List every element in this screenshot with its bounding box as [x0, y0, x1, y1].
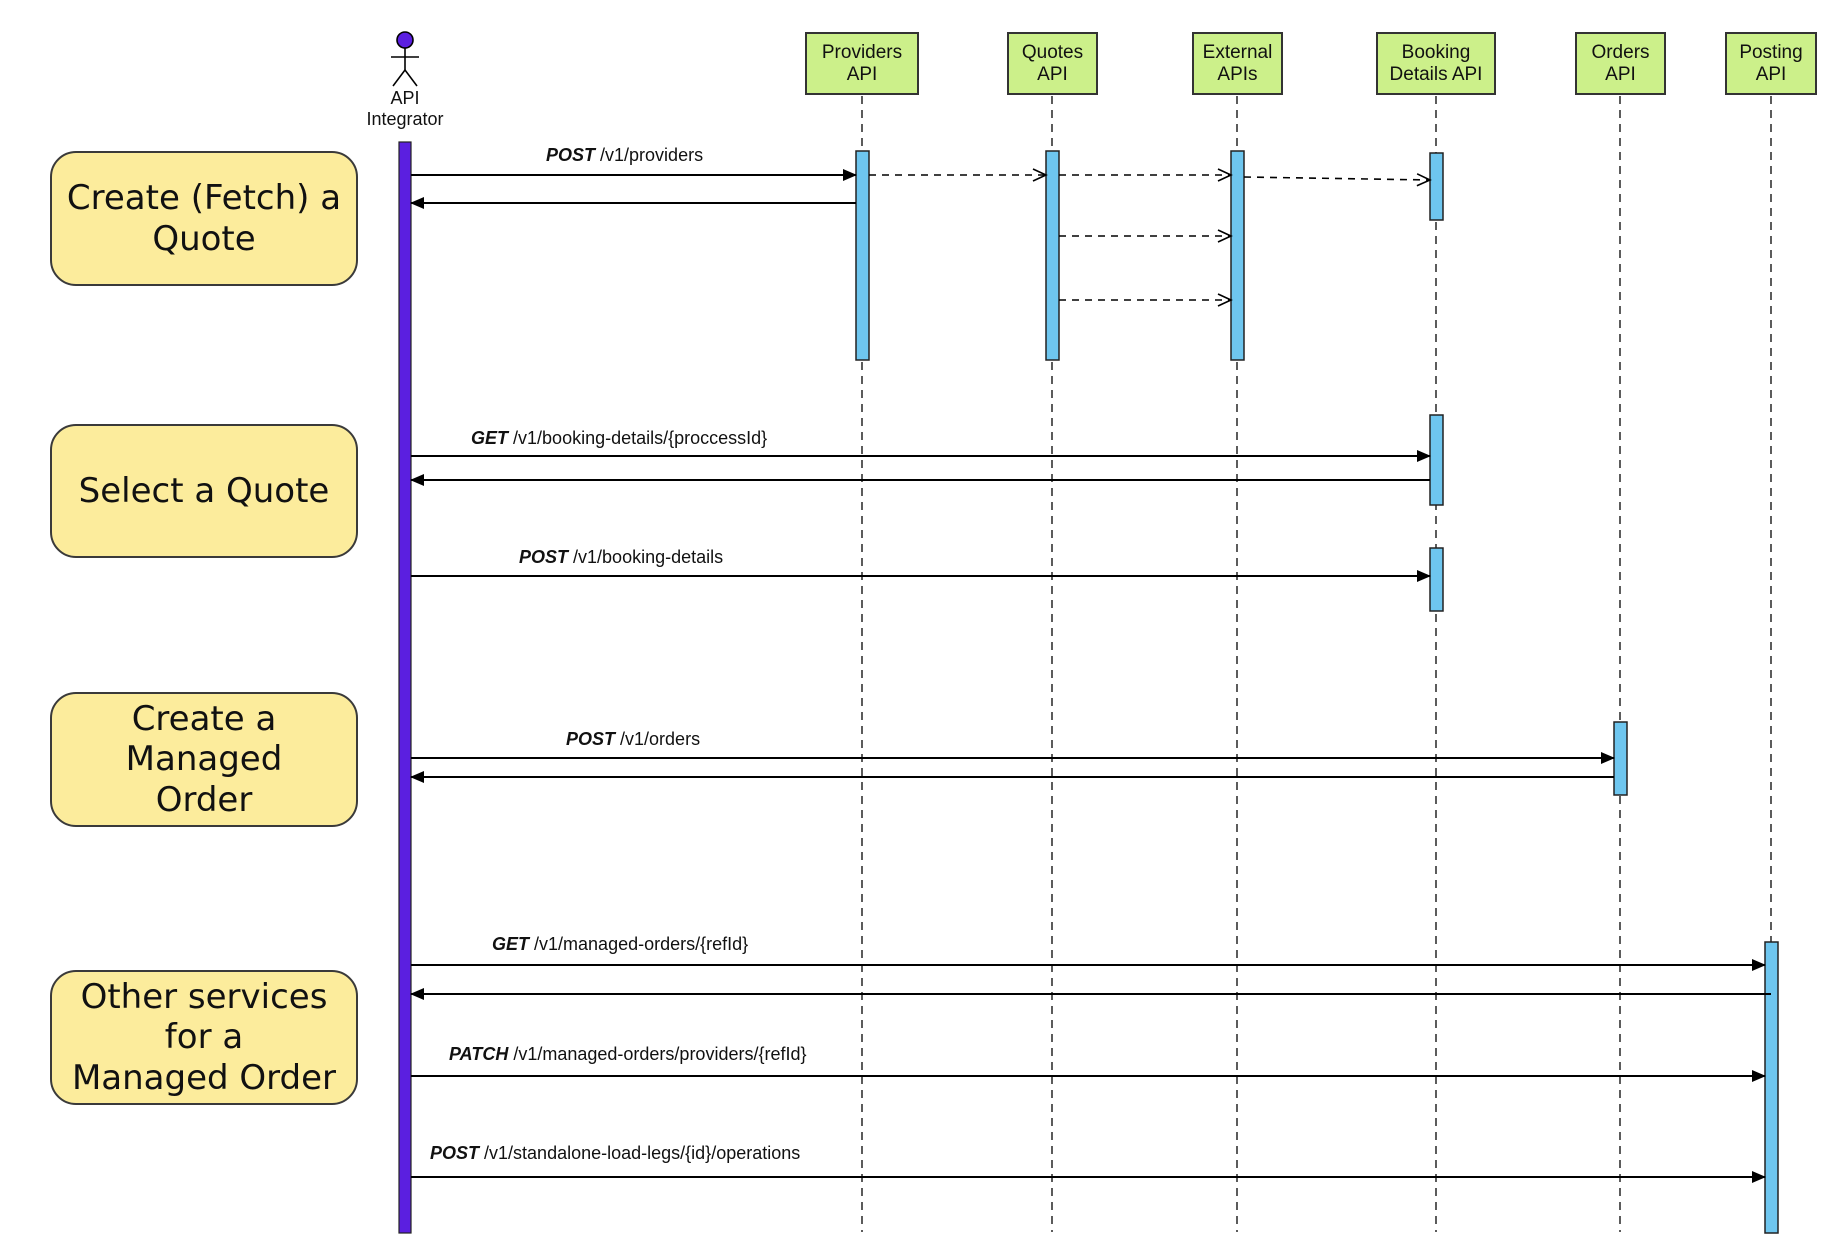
actor-label: API Integrator	[366, 88, 444, 129]
message-verb: POST	[519, 547, 569, 567]
stage-create-quote: Create (Fetch) a Quote	[50, 151, 358, 286]
stage-other-services: Other services for a Managed Order	[50, 970, 358, 1105]
message-verb: GET	[492, 934, 530, 954]
service-quotes-api: Quotes API	[1007, 32, 1098, 95]
activation-booking-1	[1429, 152, 1444, 221]
actor-stick-figure-icon	[391, 31, 419, 87]
activation-booking-3	[1429, 547, 1444, 612]
stage-select-quote: Select a Quote	[50, 424, 358, 558]
message-label: PATCH /v1/managed-orders/providers/{refI…	[449, 1044, 807, 1065]
message-path: /v1/managed-orders/providers/{refId}	[513, 1044, 807, 1064]
message-verb: GET	[471, 428, 509, 448]
message-path: /v1/providers	[600, 145, 704, 165]
message-label: POST /v1/standalone-load-legs/{id}/opera…	[430, 1143, 800, 1164]
message-verb: POST	[430, 1143, 480, 1163]
service-posting-api: Posting API	[1725, 32, 1817, 95]
service-providers-api: Providers API	[805, 32, 919, 95]
message-verb: POST	[566, 729, 616, 749]
message-path: /v1/booking-details	[573, 547, 724, 567]
service-external-apis: External APIs	[1192, 32, 1283, 95]
service-booking-details-api: Booking Details API	[1376, 32, 1496, 95]
activation-orders	[1613, 721, 1628, 796]
activation-providers	[855, 150, 870, 361]
service-orders-api: Orders API	[1575, 32, 1666, 95]
message-label: POST /v1/booking-details	[519, 547, 723, 568]
dashed-external-to-booking	[1243, 173, 1432, 187]
activation-external	[1230, 150, 1245, 361]
message-label: GET /v1/managed-orders/{refId}	[492, 934, 748, 955]
actor-activation-bar	[398, 141, 412, 1234]
message-verb: PATCH	[449, 1044, 509, 1064]
message-verb: POST	[546, 145, 596, 165]
activation-quotes	[1045, 150, 1060, 361]
message-path: /v1/booking-details/{proccessId}	[513, 428, 768, 448]
message-path: /v1/standalone-load-legs/{id}/operations	[484, 1143, 801, 1163]
activation-posting	[1764, 941, 1779, 1234]
stage-create-managed-order: Create a Managed Order	[50, 692, 358, 827]
activation-booking-2	[1429, 414, 1444, 506]
message-label: GET /v1/booking-details/{proccessId}	[471, 428, 767, 449]
message-path: /v1/managed-orders/{refId}	[534, 934, 749, 954]
message-label: POST /v1/providers	[546, 145, 703, 166]
message-label: POST /v1/orders	[566, 729, 700, 750]
message-path: /v1/orders	[620, 729, 701, 749]
